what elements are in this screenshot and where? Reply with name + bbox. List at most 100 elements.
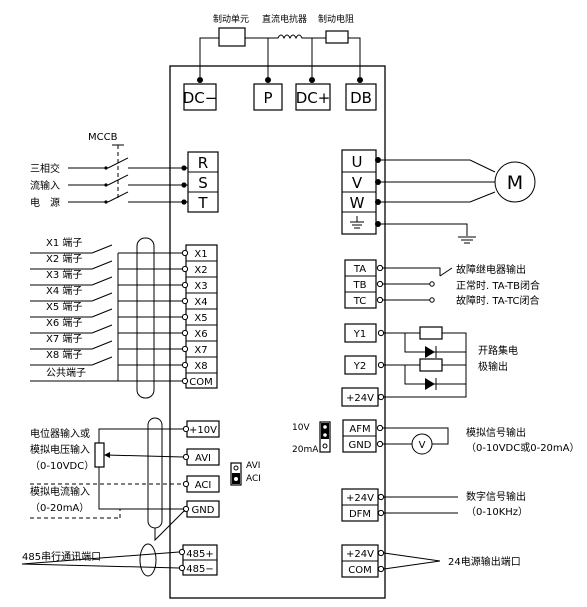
terminal-dcminus xyxy=(183,83,217,111)
brake-unit-symbol xyxy=(218,27,246,47)
terminal-485minus: 485− xyxy=(186,564,213,575)
terminal-afm: AFM xyxy=(349,424,370,435)
jumper-aci-label: ACI xyxy=(246,474,261,484)
analog-shield-symbol xyxy=(147,417,163,529)
pot-label-line2: 模拟电压输入 xyxy=(30,443,90,456)
current-label-line1: 模拟电流输入 xyxy=(30,485,90,498)
di-switch-icon xyxy=(91,276,113,286)
di-node xyxy=(181,265,189,273)
terminal-s-label: S xyxy=(198,174,208,192)
relay-section: TA TB TC 故障继电器输出 正常时. TA-TB闭合 故障时. TA-TC… xyxy=(344,259,540,309)
di-node xyxy=(181,297,189,305)
pot-label-line1: 电位器输入或 xyxy=(30,427,90,440)
di-switch-icon xyxy=(91,260,113,270)
ao-label-line1: 模拟信号输出 xyxy=(466,426,526,439)
di-node xyxy=(181,249,189,257)
power-input-label-line2: 流输入 xyxy=(30,179,60,192)
power-input-section: MCCB 三相交 流输入 电 源 R S T xyxy=(30,132,219,213)
terminal-p xyxy=(253,83,283,111)
di-node xyxy=(181,281,189,289)
terminal-485plus: 485+ xyxy=(186,549,213,560)
power-input-label-line1: 三相交 xyxy=(30,162,60,175)
terminal-tc: TC xyxy=(353,296,367,307)
pot-label-line3: （0-10VDC） xyxy=(30,460,94,472)
x8-label: X8 端子 xyxy=(46,348,82,361)
analog-output-section: 10V 20mA AFM GND V 模拟信号输出 （0-10VDC或0-20m… xyxy=(292,419,580,455)
terminal-24v-oc: +24V xyxy=(346,393,374,404)
terminal-x3: X3 xyxy=(194,281,207,292)
relay-label-line1: 故障继电器输出 xyxy=(456,263,526,276)
y2-load-resistor xyxy=(419,358,443,372)
inverter-enclosure xyxy=(169,65,386,599)
x2-label: X2 端子 xyxy=(46,252,82,265)
x1-label: X1 端子 xyxy=(46,236,82,249)
rs485-shield-symbol xyxy=(139,543,157,577)
relay-label-line3: 故障时. TA-TC闭合 xyxy=(456,294,540,307)
di-switch-icon xyxy=(91,244,113,254)
y1-diode-icon xyxy=(425,346,435,358)
terminal-dcplus xyxy=(295,83,331,111)
braking-section: 制动单元 直流电抗器 制动电阻 DC− P DC+ DB xyxy=(183,13,377,111)
x7-label: X7 端子 xyxy=(46,332,82,345)
supply-label: 24电源输出端口 xyxy=(448,555,521,568)
terminal-y1-box xyxy=(344,323,377,343)
motor-icon xyxy=(494,161,536,203)
di-node xyxy=(181,329,189,337)
terminal-24v-do: +24V xyxy=(346,493,374,504)
oc-label-line1: 开路集电 xyxy=(478,344,518,357)
terminal-tb: TB xyxy=(353,280,367,291)
terminal-u-label: U xyxy=(352,153,363,171)
di-switch-icon xyxy=(91,324,113,334)
voltmeter-icon xyxy=(411,433,433,455)
digital-output-section: +24V DFM 数字信号输出 （0-10KHz） xyxy=(341,488,528,522)
terminal-avi: AVI xyxy=(195,453,211,464)
di-switch-icon xyxy=(91,308,113,318)
analog-input-section: 电位器输入或 模拟电压输入 （0-10VDC） 模拟电流输入 （0-20mA） … xyxy=(30,417,261,542)
oc-label-line2: 极输出 xyxy=(478,360,508,373)
di-node xyxy=(181,377,189,385)
terminal-dcplus-label: DC+ xyxy=(296,89,331,107)
terminal-x6: X6 xyxy=(194,329,207,340)
brake-unit-label: 制动单元 xyxy=(213,13,249,25)
terminal-gnd: GND xyxy=(192,505,215,516)
terminal-24v-supply: +24V xyxy=(346,549,374,560)
terminal-gnd-ao: GND xyxy=(349,440,372,451)
terminal-ta: TA xyxy=(353,264,366,275)
ao-jumper-10v-label: 10V xyxy=(292,423,310,433)
terminal-y1: Y1 xyxy=(353,329,366,340)
terminal-com-supply: COM xyxy=(348,565,371,576)
digital-input-section: X1 端子 X2 端子 X3 端子 X4 端子 X5 端子 X6 端子 X7 端… xyxy=(30,236,218,399)
terminal-10v: +10V xyxy=(189,425,217,436)
terminal-com: COM xyxy=(189,377,212,388)
input-terminal-block xyxy=(187,151,219,213)
mccb-label: MCCB xyxy=(88,132,118,143)
ao-label-line2: （0-10VDC或0-20mA） xyxy=(466,442,580,454)
dc-reactor-symbol xyxy=(268,34,312,40)
brake-resistor-label: 制动电阻 xyxy=(318,13,354,25)
power-output-section: U V W M xyxy=(341,149,536,244)
wire-db xyxy=(348,37,361,80)
x4-label: X4 端子 xyxy=(46,284,82,297)
current-label-line2: （0-20mA） xyxy=(30,502,89,514)
x3-label: X3 端子 xyxy=(46,268,82,281)
di-node xyxy=(181,313,189,321)
brake-resistor-symbol xyxy=(325,30,349,44)
voltmeter-label: V xyxy=(419,440,426,451)
terminal-dcminus-label: DC− xyxy=(183,89,218,107)
x6-label: X6 端子 xyxy=(46,316,82,329)
di-switch-icon xyxy=(91,292,113,302)
terminal-w-label: W xyxy=(350,194,365,212)
ao-jumper-20ma-label: 20mA xyxy=(292,445,319,455)
open-collector-section: Y1 Y2 +24V 开路集电 极输出 xyxy=(341,323,518,407)
y1-load-resistor xyxy=(419,326,443,340)
power-input-label-line3: 电 源 xyxy=(30,196,60,209)
do-label-line2: （0-10KHz） xyxy=(466,506,528,518)
jumper-avi-label: AVI xyxy=(246,461,260,471)
terminal-p-label: P xyxy=(263,89,272,107)
terminal-db-label: DB xyxy=(350,89,372,107)
terminal-v-label: V xyxy=(352,174,363,192)
terminal-t-label: T xyxy=(197,194,208,212)
do-label-line1: 数字信号输出 xyxy=(466,490,526,503)
x5-label: X5 端子 xyxy=(46,300,82,313)
